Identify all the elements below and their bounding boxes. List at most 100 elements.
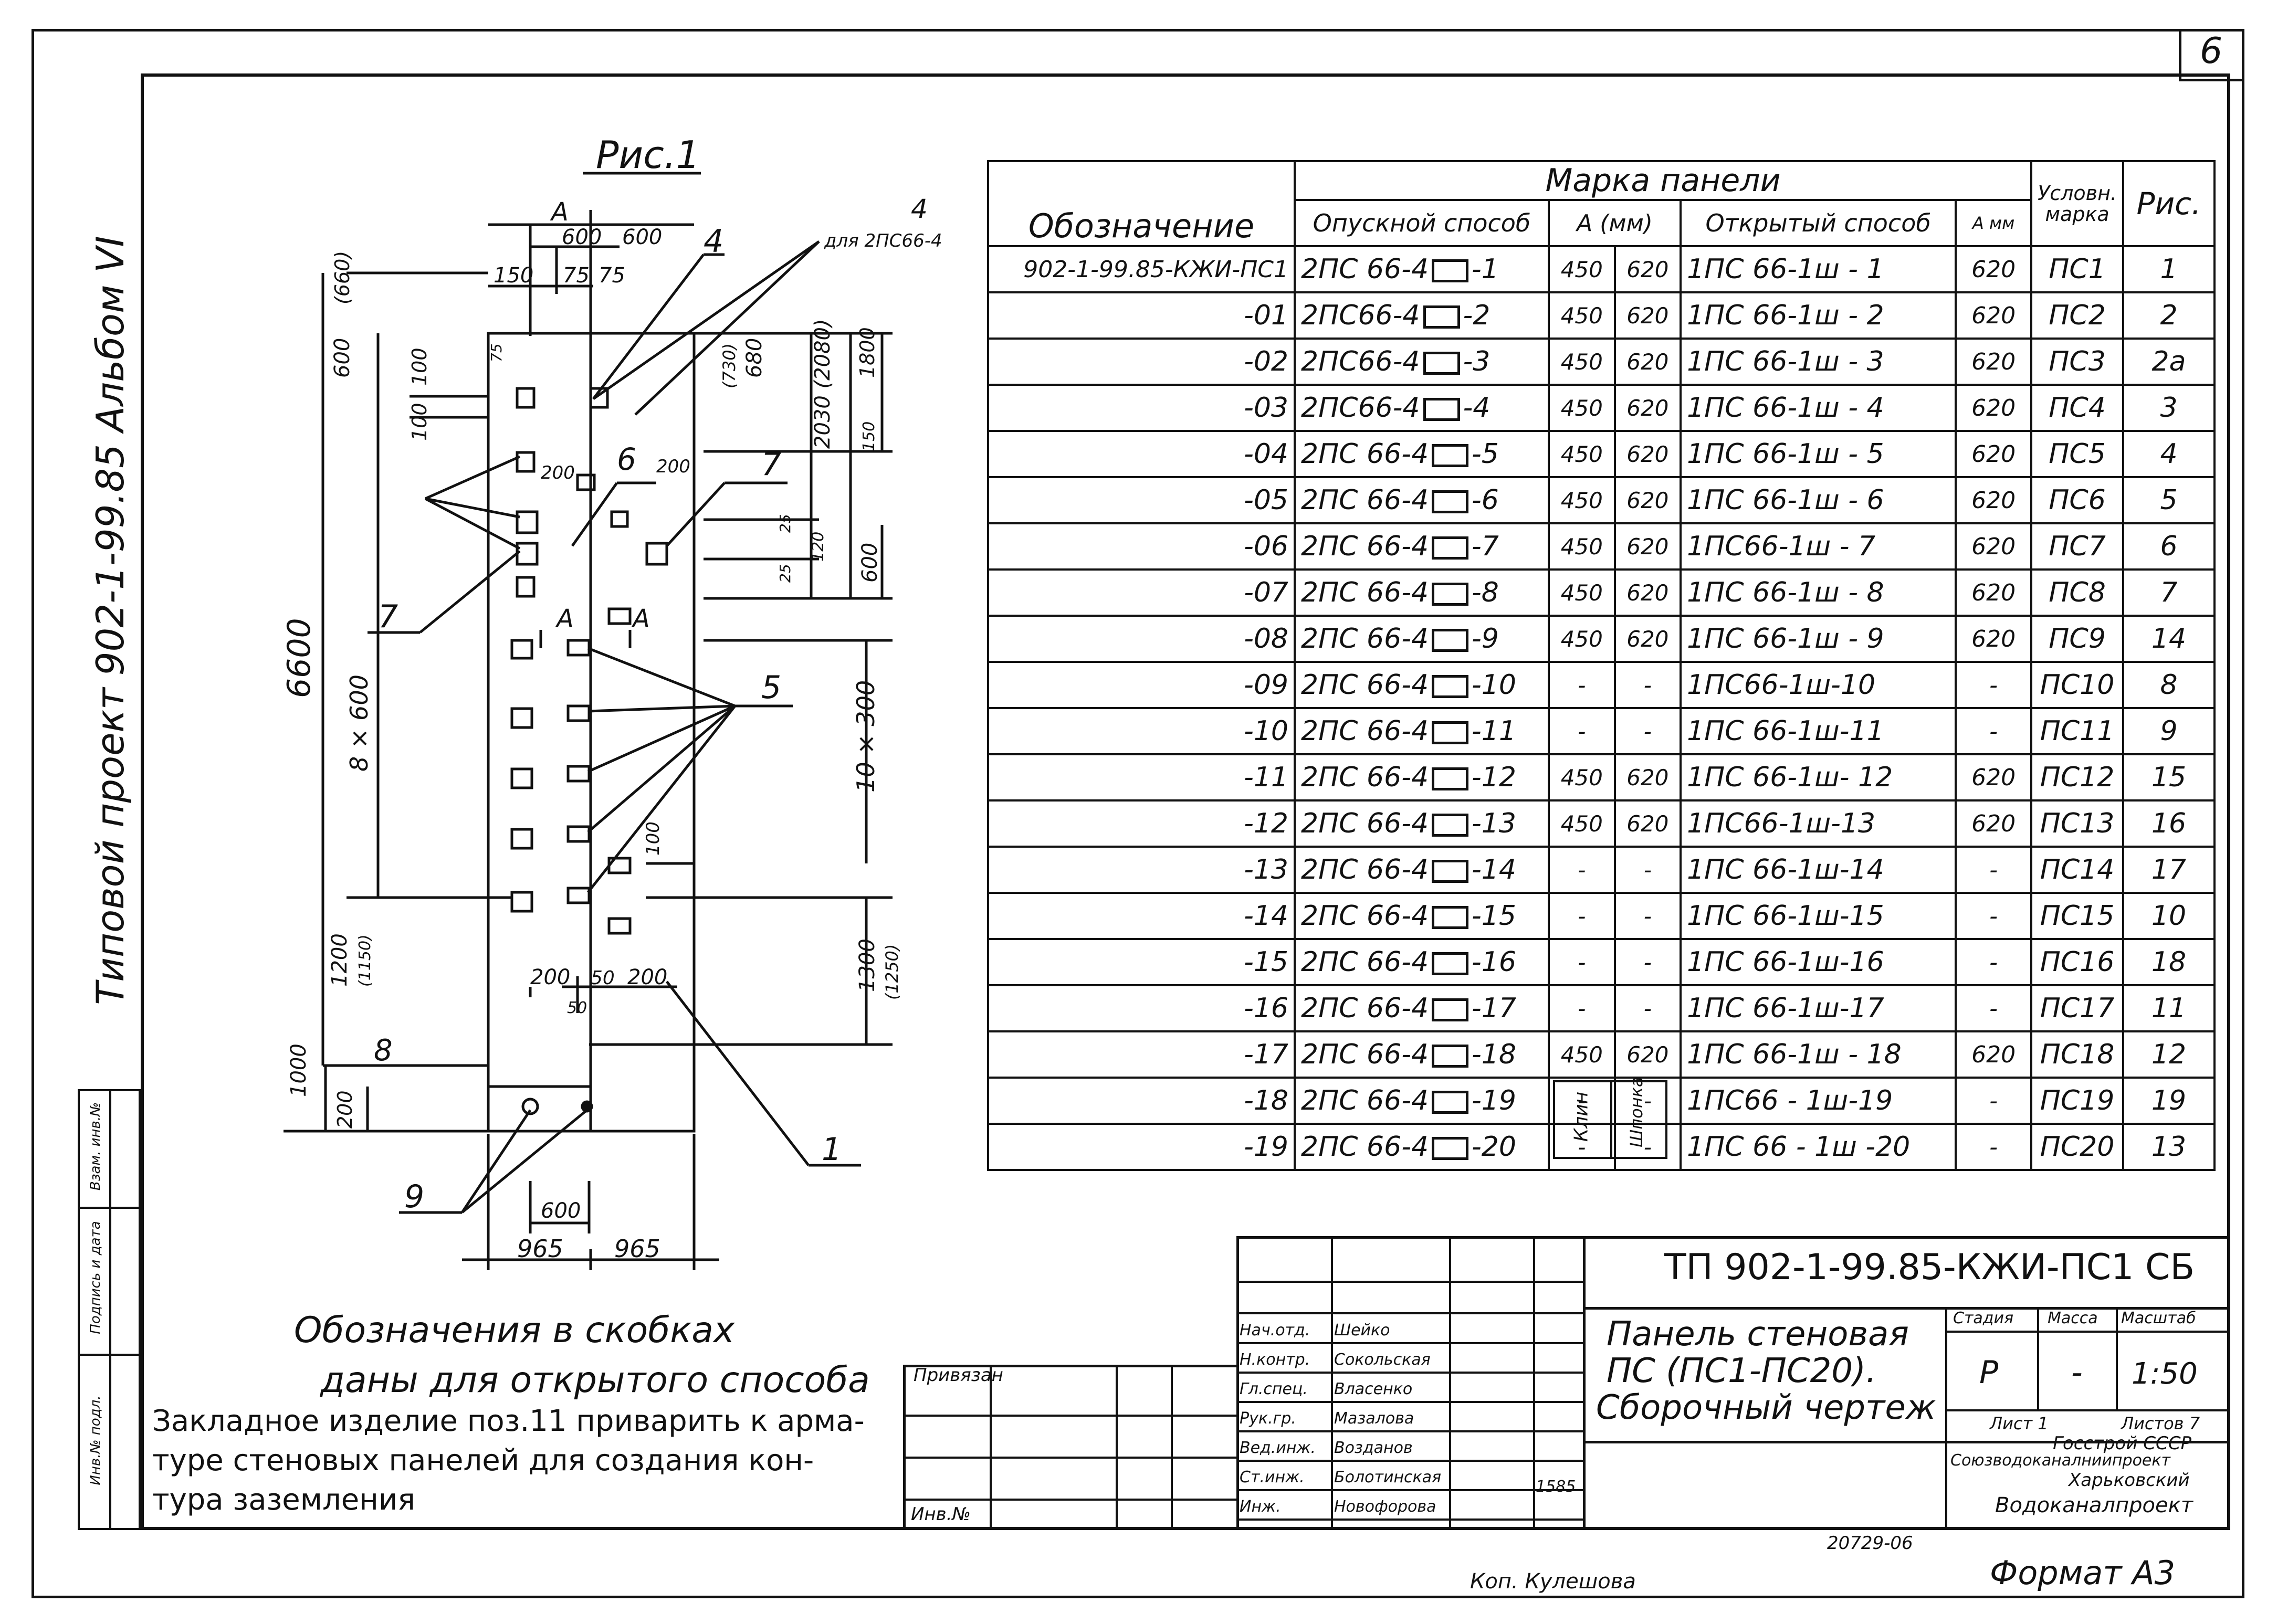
cell-amm: - — [1955, 938, 2033, 986]
role-person: Шейко — [1334, 1321, 1390, 1340]
cell-cond: ПС8 — [2030, 568, 2124, 617]
cell-designation: -03 — [987, 384, 1296, 432]
box-symbol — [1432, 998, 1469, 1021]
th-lowering: Опускной способ — [1294, 199, 1550, 247]
dim-200d: 200 — [627, 965, 667, 989]
cell-amm: - — [1955, 1077, 2033, 1125]
label-4-right: 4 — [911, 194, 928, 224]
cell-open: 1ПС 66-1ш-17 — [1680, 984, 1957, 1032]
side-stamp-podl: Инв.№ подл. — [88, 1395, 103, 1485]
box-symbol — [1432, 1137, 1469, 1160]
cell-a1: - — [1548, 1077, 1616, 1125]
cell-designation: -19 — [987, 1123, 1296, 1171]
cell-a1: 450 — [1548, 476, 1616, 524]
lowering-suffix: -3 — [1463, 346, 1491, 377]
cell-designation: -11 — [987, 753, 1296, 802]
cell-open: 1ПС 66-1ш-16 — [1680, 938, 1957, 986]
cell-open: 1ПС66-1ш-13 — [1680, 799, 1957, 848]
dim-200a: 200 — [541, 462, 575, 483]
th-mark: Марка панели — [1293, 160, 2033, 201]
note-weld-2: туре стеновых панелей для создания кон- — [152, 1443, 814, 1478]
role-person: Болотинская — [1334, 1468, 1442, 1486]
lowering-suffix: -12 — [1472, 762, 1516, 793]
dim-120: 120 — [809, 532, 827, 562]
dim-730: (730) — [719, 343, 739, 388]
role-person: Сокольская — [1334, 1351, 1431, 1369]
box-symbol — [1432, 536, 1469, 560]
role-row: Вед.инж.Возданов — [1236, 1432, 1583, 1462]
cell-designation: 902-1-99.85-КЖИ-ПС1 — [987, 245, 1296, 293]
box-symbol — [1432, 860, 1469, 883]
lowering-mark: 2ПС 66-4 — [1301, 623, 1429, 655]
cell-designation: -16 — [987, 984, 1296, 1032]
dim-100c: 100 — [643, 821, 664, 856]
stage-header: Стадия — [1953, 1309, 2014, 1327]
cell-lowering: 2ПС 66-4-19 — [1294, 1077, 1550, 1125]
dim-25a: 25 — [776, 514, 794, 533]
cell-a2: 620 — [1613, 476, 1682, 524]
th-open: Открытый способ — [1680, 199, 1957, 247]
role-title: Ст.инж. — [1240, 1468, 1305, 1486]
dim-1800: 1800 — [856, 327, 879, 378]
lowering-mark: 2ПС 66-4 — [1301, 762, 1429, 793]
cell-designation: -13 — [987, 846, 1296, 894]
cell-a1: - — [1548, 984, 1616, 1032]
dim-965b: 965 — [614, 1235, 660, 1263]
cell-a2: 620 — [1613, 430, 1682, 478]
cell-open: 1ПС 66-1ш - 2 — [1680, 291, 1957, 340]
page-number-box — [2179, 29, 2244, 81]
klin-shponka-box: Клин Шпонка — [1553, 1077, 1667, 1159]
cell-a2: 620 — [1613, 245, 1682, 293]
cell-designation: -18 — [987, 1077, 1296, 1125]
dim-1150: (1150) — [356, 934, 374, 987]
dim-100a: 100 — [408, 347, 431, 386]
lowering-suffix: -14 — [1472, 854, 1516, 885]
cell-fig: 4 — [2122, 430, 2216, 478]
panel-drawing: Рис.1 А 600 600 150 75 75 4 4 для 2ПС66-… — [281, 133, 942, 1270]
cell-a2: 620 — [1613, 522, 1682, 571]
cell-a2: - — [1613, 892, 1682, 940]
lowering-suffix: -17 — [1472, 993, 1516, 1024]
cell-lowering: 2ПС 66-4-7 — [1294, 522, 1550, 571]
cell-open: 1ПС 66-1ш - 9 — [1680, 615, 1957, 663]
box-symbol — [1432, 721, 1469, 744]
lowering-suffix: -11 — [1472, 715, 1516, 747]
box-symbol — [1423, 352, 1460, 375]
cell-designation: -17 — [987, 1030, 1296, 1079]
cell-lowering: 2ПС66-4-3 — [1294, 338, 1550, 386]
cell-lowering: 2ПС 66-4-13 — [1294, 799, 1550, 848]
cell-designation: -09 — [987, 661, 1296, 709]
lowering-suffix: -5 — [1472, 438, 1499, 470]
cell-fig: 19 — [2122, 1077, 2216, 1125]
dim-1250: (1250) — [882, 944, 902, 1000]
cell-lowering: 2ПС66-4-2 — [1294, 291, 1550, 340]
cell-open: 1ПС 66-1ш - 8 — [1680, 568, 1957, 617]
box-symbol — [1423, 398, 1460, 421]
dim-10x300: 10 × 300 — [852, 680, 880, 793]
role-row: Гл.спец.Власенко — [1236, 1374, 1583, 1403]
cell-open: 1ПС66-1ш - 7 — [1680, 522, 1957, 571]
cell-amm: 620 — [1955, 291, 2033, 340]
box-symbol — [1423, 305, 1460, 329]
cell-amm: 620 — [1955, 615, 2033, 663]
th-designation: Обозначение — [987, 160, 1296, 247]
cell-fig: 11 — [2122, 984, 2216, 1032]
cell-lowering: 2ПС 66-4-20 — [1294, 1123, 1550, 1171]
cell-amm: - — [1955, 984, 2033, 1032]
cell-a2: - — [1613, 1077, 1682, 1125]
drawing-name-3: Сборочный чертеж — [1596, 1388, 1936, 1427]
dim-600b2: 600 — [541, 1199, 581, 1223]
mass-value: - — [2071, 1354, 2083, 1391]
cell-lowering: 2ПС 66-4-8 — [1294, 568, 1550, 617]
cell-a2: 620 — [1613, 753, 1682, 802]
cell-open: 1ПС 66-1ш - 6 — [1680, 476, 1957, 524]
dim-6600: 6600 — [281, 618, 318, 698]
